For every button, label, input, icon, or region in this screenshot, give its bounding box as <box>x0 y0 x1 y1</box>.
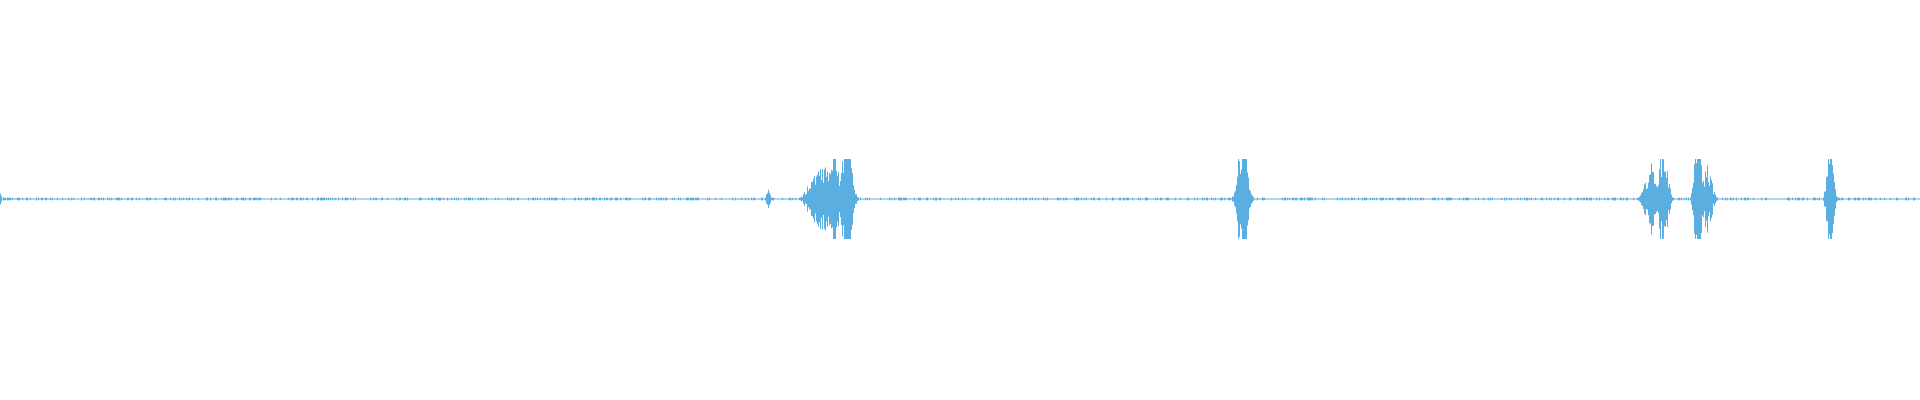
waveform-trace <box>0 159 1920 239</box>
waveform-amplitude <box>0 159 1915 239</box>
